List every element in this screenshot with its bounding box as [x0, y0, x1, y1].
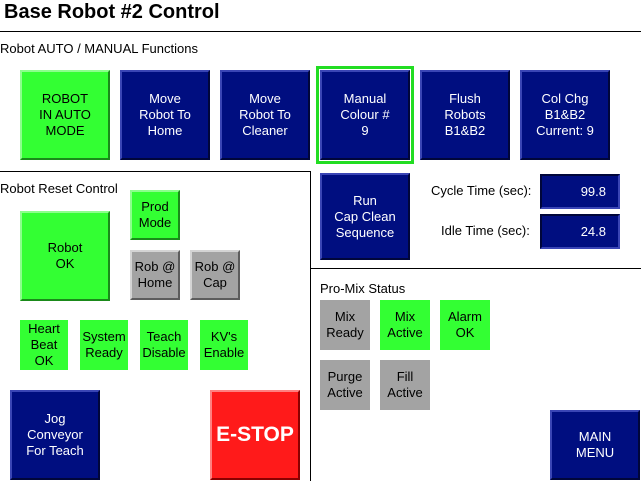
reset-section-label: Robot Reset Control [0, 181, 118, 196]
center-divider [310, 171, 311, 481]
manual-colour-button[interactable]: Manual Colour # 9 [316, 66, 414, 164]
title-divider [0, 31, 641, 32]
kvs-enable-indicator: KV's Enable [200, 320, 248, 370]
mix-active-indicator: Mix Active [380, 300, 430, 350]
move-robot-cleaner-button[interactable]: Move Robot To Cleaner [220, 70, 310, 160]
teach-disable-indicator: Teach Disable [140, 320, 188, 370]
reset-section-top-line [0, 171, 311, 172]
idle-time-label: Idle Time (sec): [441, 223, 530, 238]
cycle-time-value: 99.8 [540, 174, 620, 209]
e-stop-button[interactable]: E-STOP [210, 390, 300, 480]
purge-active-indicator: Purge Active [320, 360, 370, 410]
promix-section-label: Pro-Mix Status [320, 281, 406, 296]
main-menu-button[interactable]: MAIN MENU [550, 410, 640, 480]
robot-ok-button[interactable]: Robot OK [20, 211, 110, 301]
alarm-ok-indicator: Alarm OK [440, 300, 490, 350]
prod-mode-button[interactable]: Prod Mode [130, 190, 180, 240]
promix-section-top-line [310, 268, 641, 269]
jog-conveyor-button[interactable]: Jog Conveyor For Teach [10, 390, 100, 480]
flush-robots-button[interactable]: Flush Robots B1&B2 [420, 70, 510, 160]
colour-change-button[interactable]: Col Chg B1&B2 Current: 9 [520, 70, 610, 160]
move-robot-home-button[interactable]: Move Robot To Home [120, 70, 210, 160]
robot-auto-mode-button[interactable]: ROBOT IN AUTO MODE [20, 70, 110, 160]
fill-active-indicator: Fill Active [380, 360, 430, 410]
system-ready-indicator: System Ready [80, 320, 128, 370]
heart-beat-indicator: Heart Beat OK [20, 320, 68, 370]
page-title: Base Robot #2 Control [4, 1, 220, 23]
functions-section-label: Robot AUTO / MANUAL Functions [0, 41, 198, 56]
mix-ready-indicator: Mix Ready [320, 300, 370, 350]
cycle-time-label: Cycle Time (sec): [431, 183, 532, 198]
rob-at-home-button[interactable]: Rob @ Home [130, 250, 180, 300]
idle-time-value: 24.8 [540, 214, 620, 249]
run-cap-clean-button[interactable]: Run Cap Clean Sequence [320, 173, 410, 260]
rob-at-cap-button[interactable]: Rob @ Cap [190, 250, 240, 300]
